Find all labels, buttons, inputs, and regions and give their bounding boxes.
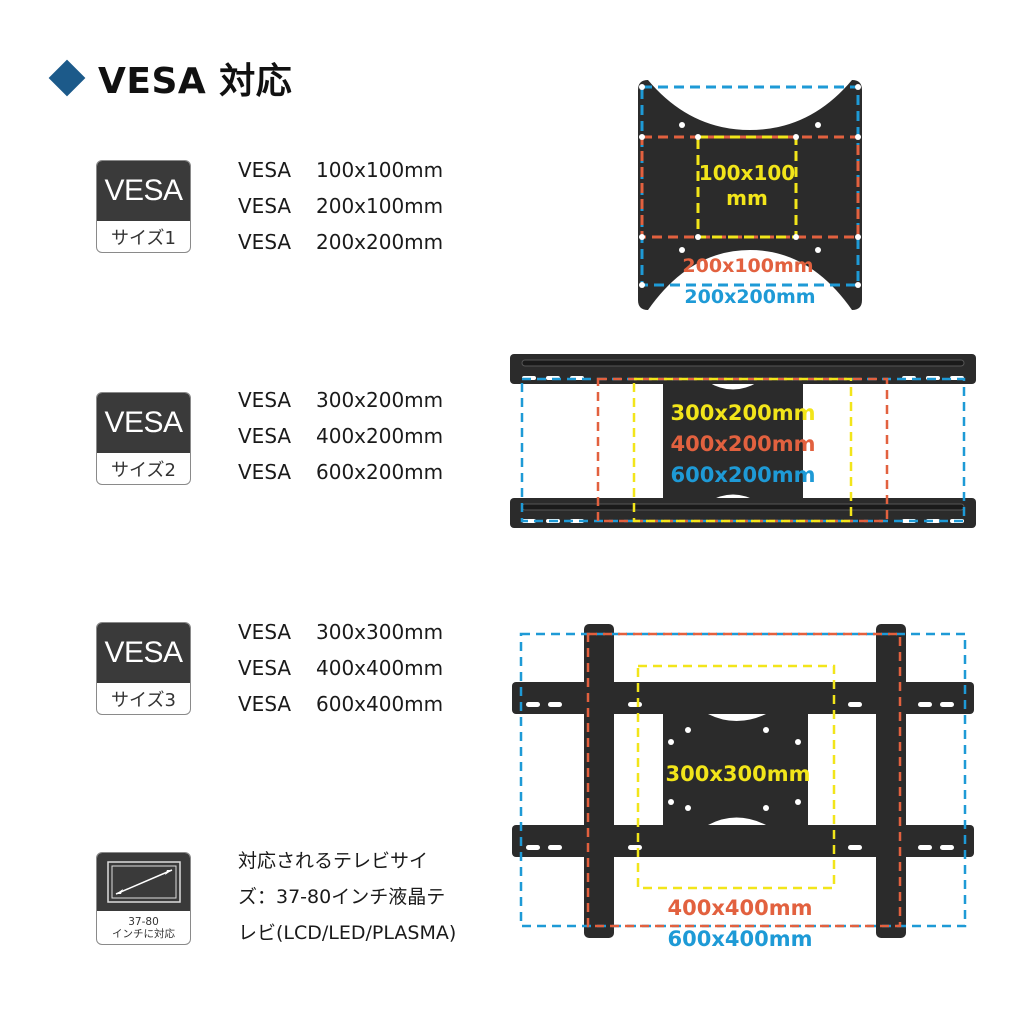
diamond-bullet-icon xyxy=(48,59,86,97)
badge-top: VESA xyxy=(97,161,190,221)
svg-text:mm: mm xyxy=(726,186,768,210)
svg-text:100x100: 100x100 xyxy=(699,161,795,185)
vesa-size-2-diagram: 300x200mm 400x200mm 600x200mm xyxy=(510,354,976,528)
vesa-size-3-badge: VESA サイズ3 xyxy=(96,622,191,715)
svg-text:600x200mm: 600x200mm xyxy=(671,463,816,487)
badge-top: VESA xyxy=(97,623,190,683)
page-title: VESA 対応 xyxy=(46,52,292,104)
tv-diagonal-icon xyxy=(106,861,181,903)
vesa-size-1-diagram: 100x100 mm 200x100mm xyxy=(630,80,870,310)
vesa-size-2-badge: VESA サイズ2 xyxy=(96,392,191,485)
svg-text:300x300mm: 300x300mm xyxy=(666,762,811,786)
badge-top: VESA xyxy=(97,393,190,453)
badge-top xyxy=(97,853,190,911)
tv-support-text: 対応されるテレビサイ ズ：37-80インチ液晶テ レビ(LCD/LED/PLAS… xyxy=(238,850,457,944)
svg-text:400x200mm: 400x200mm xyxy=(671,432,816,456)
svg-text:300x200mm: 300x200mm xyxy=(671,401,816,425)
svg-text:200x100mm: 200x100mm xyxy=(682,255,813,277)
vesa-size-1-badge: VESA サイズ1 xyxy=(96,160,191,253)
vesa-size-3-diagram: 300x300mm 400x400mm 600x400mm xyxy=(512,624,974,951)
diagram-1-outer-label: 200x200mm xyxy=(684,286,816,308)
badge-bottom: サイズ2 xyxy=(111,460,176,481)
title-text: VESA 対応 xyxy=(98,61,293,102)
svg-text:600x400mm: 600x400mm xyxy=(668,927,813,951)
badge-bottom: サイズ3 xyxy=(111,690,176,711)
badge-bottom: 37-80 インチに対応 xyxy=(112,916,175,940)
badge-bottom: サイズ1 xyxy=(111,228,176,249)
tv-size-badge: 37-80 インチに対応 xyxy=(96,852,191,945)
svg-text:400x400mm: 400x400mm xyxy=(668,896,813,920)
